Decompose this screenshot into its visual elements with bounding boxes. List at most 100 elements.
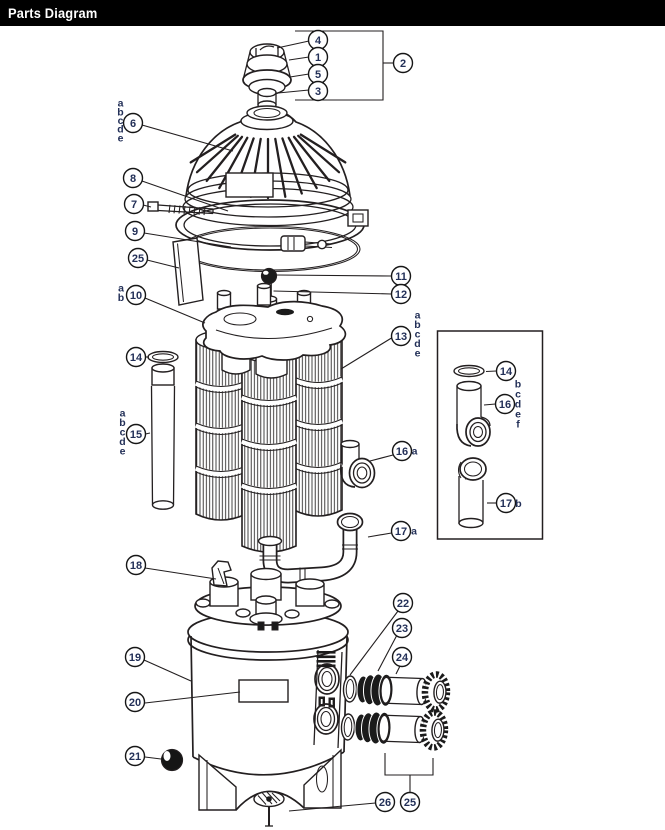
svg-text:e: e	[415, 348, 421, 360]
callout-15: 15	[125, 423, 147, 445]
top-manifold	[202, 282, 347, 379]
bracket-2	[295, 30, 384, 101]
svg-text:16: 16	[396, 446, 408, 458]
fitting-row-top	[343, 671, 448, 710]
svg-text:16: 16	[499, 399, 511, 411]
svg-text:25: 25	[132, 253, 144, 265]
svg-text:23: 23	[396, 623, 408, 635]
elbow-16a	[339, 439, 376, 489]
callout-9: 9	[124, 220, 146, 242]
callout-19: 19	[124, 646, 146, 668]
svg-text:b: b	[515, 379, 521, 391]
svg-text:3: 3	[315, 86, 321, 98]
svg-text:c: c	[118, 115, 124, 127]
callout-7: 7	[123, 193, 145, 215]
lid-o-ring	[179, 225, 361, 273]
svg-text:d: d	[414, 338, 420, 350]
svg-text:d: d	[117, 124, 123, 136]
svg-text:24: 24	[396, 652, 409, 664]
leader-lines	[141, 40, 497, 812]
callout-1: 1	[307, 46, 329, 68]
air-relief-valve	[242, 43, 292, 110]
page-title: Parts Diagram	[8, 5, 98, 21]
callout-21: 21	[124, 745, 146, 767]
callout-8: 8	[122, 167, 144, 189]
lower-manifold	[194, 560, 342, 631]
svg-text:e: e	[515, 409, 521, 421]
callout-22: 22	[392, 592, 414, 614]
svg-text:9: 9	[132, 226, 138, 238]
svg-text:b: b	[119, 417, 125, 429]
svg-text:22: 22	[397, 598, 409, 610]
callout-20: 20	[124, 691, 146, 713]
svg-text:19: 19	[129, 652, 141, 664]
svg-text:12: 12	[395, 289, 407, 301]
pipe-assembly-17a	[257, 512, 364, 584]
callout-6: 6	[122, 112, 144, 134]
svg-text:17: 17	[500, 498, 512, 510]
svg-text:15: 15	[130, 429, 142, 441]
callout-11: 11	[390, 265, 412, 287]
bracket-25	[384, 753, 434, 792]
cartridge-back-left	[194, 330, 248, 521]
flat-bar	[172, 237, 204, 306]
header-bar: Parts Diagram	[0, 0, 665, 26]
tank-assembly	[160, 560, 349, 827]
callout-12: 12	[390, 283, 412, 305]
letters-union-elbow: b c d e f	[515, 379, 521, 431]
svg-text:d: d	[515, 399, 521, 411]
callout-16a: 16	[391, 440, 413, 462]
callout-17a: 17	[390, 520, 412, 542]
letters-cartridge: a b c d e	[414, 310, 420, 360]
letters-lid: a b c d e	[117, 98, 123, 145]
clamp-ring	[175, 199, 369, 252]
svg-text:5: 5	[315, 69, 321, 81]
svg-text:d: d	[119, 436, 125, 448]
svg-text:18: 18	[130, 560, 142, 572]
svg-text:20: 20	[129, 697, 141, 709]
svg-text:17: 17	[395, 526, 407, 538]
dome-lid	[182, 105, 354, 227]
fitting-row-bottom	[341, 709, 446, 748]
bottom-drain	[253, 790, 285, 827]
svg-text:e: e	[118, 133, 124, 145]
callout-5: 5	[307, 63, 329, 85]
union-kit-box	[436, 330, 544, 540]
svg-text:1: 1	[315, 52, 321, 64]
tank-port-panel	[313, 649, 343, 749]
svg-text:7: 7	[131, 199, 137, 211]
knob-ball	[260, 267, 278, 285]
svg-text:10: 10	[130, 290, 142, 302]
standpipe-o-ring	[147, 350, 179, 364]
svg-text:2: 2	[400, 58, 406, 70]
svg-text:8: 8	[130, 173, 136, 185]
svg-text:21: 21	[129, 751, 141, 763]
svg-text:14: 14	[500, 366, 513, 378]
svg-text:25: 25	[404, 797, 416, 809]
svg-text:c: c	[415, 329, 421, 341]
svg-text:b: b	[117, 107, 123, 119]
svg-text:b: b	[414, 319, 420, 331]
svg-text:c: c	[515, 389, 521, 401]
svg-text:a: a	[118, 283, 124, 295]
svg-text:13: 13	[395, 331, 407, 343]
suffix-17a: a	[411, 526, 417, 538]
callout-2: 2	[392, 52, 414, 74]
drain-plug	[160, 748, 184, 772]
callout-3: 3	[307, 80, 329, 102]
callout-14-left: 14	[125, 346, 147, 368]
callout-17b: 17	[495, 492, 517, 514]
callout-24: 24	[391, 646, 413, 668]
clamp-bolt-housing	[280, 235, 306, 252]
suffix-16a: a	[412, 446, 418, 458]
letters-standpipe: a b c d e	[119, 408, 125, 458]
clamp-buckle	[347, 209, 369, 227]
svg-text:14: 14	[130, 352, 143, 364]
svg-text:b: b	[118, 292, 124, 304]
callout-10: 10	[125, 284, 147, 306]
callout-25-bottom: 25	[399, 791, 421, 813]
callout-26: 26	[374, 791, 396, 813]
tank-base	[198, 748, 342, 811]
air-bleed-latch	[211, 560, 232, 587]
